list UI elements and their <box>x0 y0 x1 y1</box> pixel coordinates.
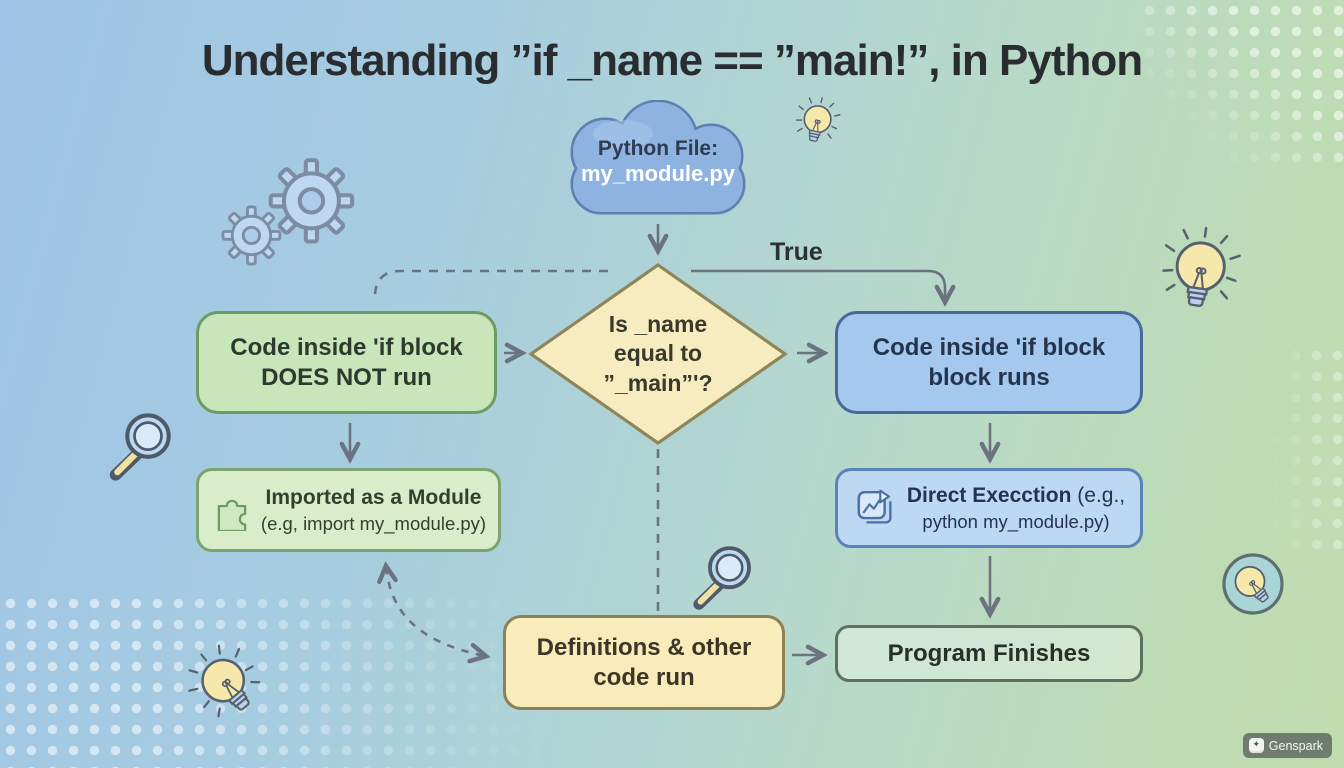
cloud-label-line1: Python File: <box>597 137 719 160</box>
flow-node-imported-as-module: Imported as a Module (e.g, import my_mod… <box>196 468 501 552</box>
puzzle-icon <box>217 499 247 531</box>
imported-subtitle: (e.g, import my_module.py) <box>260 512 487 534</box>
flow-node-code-does-not-run: Code inside 'if block DOES NOT run <box>196 311 497 414</box>
flow-node-python-file: Python File: my_module.py <box>543 100 773 218</box>
finishes-label: Program Finishes <box>887 639 1091 667</box>
flow-node-code-runs: Code inside 'if block block runs <box>835 311 1143 414</box>
imported-label: Imported as a Module (e.g, import my_mod… <box>261 485 486 534</box>
cloud-label: Python File: my_module.py <box>543 136 773 188</box>
runs-line1: Code inside 'if block <box>872 333 1106 361</box>
no-run-line1: Code inside 'if block <box>230 333 463 361</box>
definitions-line1: Definitions & other <box>536 633 752 661</box>
flow-node-decision: Is _name equal to ”_main”'? <box>528 263 788 445</box>
page-title: Understanding ”if _name == ”main!”, in P… <box>201 36 1143 85</box>
sparkle-icon: ✦ <box>1248 738 1264 753</box>
flow-node-program-finishes: Program Finishes <box>835 625 1143 682</box>
run-export-icon <box>857 489 892 524</box>
direct-label: Direct Execction (e.g., python my_module… <box>907 483 1125 532</box>
imported-title: Imported as a Module <box>265 486 482 510</box>
true-branch-label: True <box>770 238 823 266</box>
genspark-watermark[interactable]: ✦ Genspark <box>1242 733 1332 758</box>
flow-node-direct-execution: Direct Execction (e.g., python my_module… <box>835 468 1143 548</box>
watermark-label: Genspark <box>1268 738 1323 753</box>
flow-node-definitions-run: Definitions & other code run <box>503 615 785 710</box>
cloud-label-line2: my_module.py <box>580 161 736 187</box>
cloud-icon <box>570 100 746 215</box>
no-run-line2: DOES NOT run <box>261 363 432 391</box>
decision-line1: Is _name <box>608 310 708 337</box>
decision-line3: ”_main”'? <box>603 369 713 396</box>
decision-label: Is _name equal to ”_main”'? <box>528 263 788 445</box>
direct-subtitle: python my_module.py) <box>922 510 1110 532</box>
runs-line2: block runs <box>928 363 1050 391</box>
diamond-shape <box>528 263 788 445</box>
direct-title-suffix: (e.g., <box>1071 484 1126 508</box>
direct-title: Direct Execction (e.g., <box>907 483 1125 509</box>
direct-title-bold: Direct Execction <box>906 484 1072 508</box>
definitions-line2: code run <box>593 663 695 691</box>
decision-line2: equal to <box>613 340 703 367</box>
